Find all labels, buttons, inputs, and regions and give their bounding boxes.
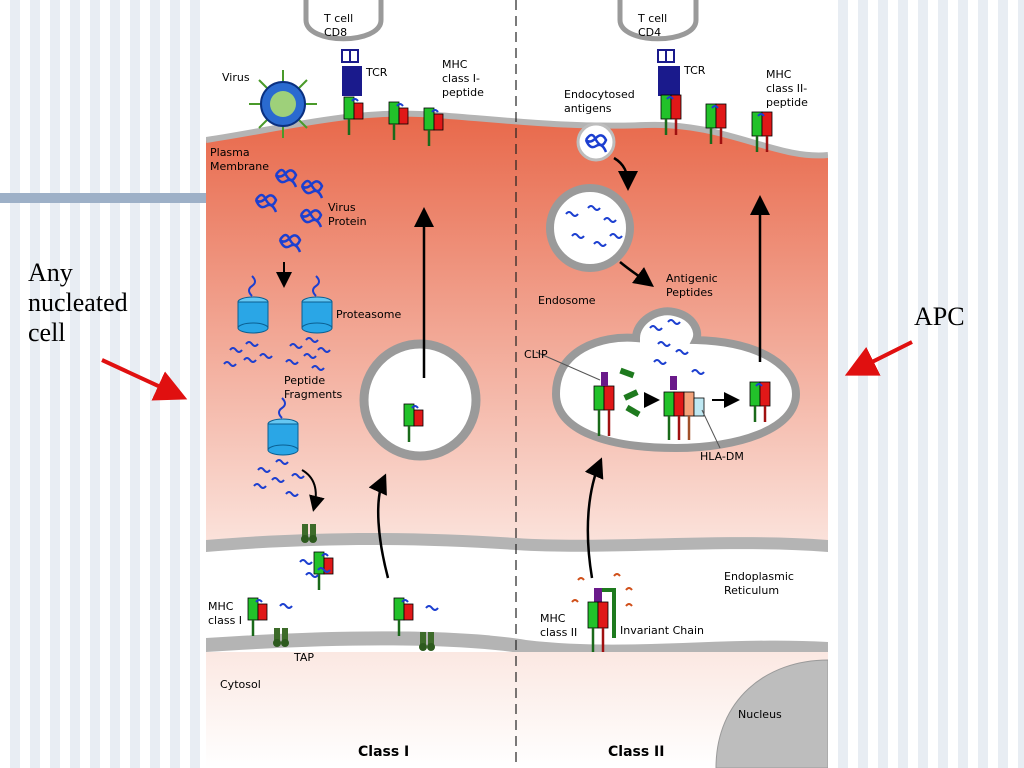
virus-protein-label-1: Virus bbox=[328, 201, 356, 214]
mhc-class1-peptide-label-1: MHC bbox=[442, 58, 468, 71]
er-peptides-class2 bbox=[571, 573, 633, 607]
tcr-label-class2: TCR bbox=[683, 64, 706, 77]
tcr-label-class1: TCR bbox=[365, 66, 388, 79]
free-clip-fragments bbox=[619, 367, 641, 418]
class2-title: Class II bbox=[608, 744, 664, 760]
plasma-membrane-label-1: Plasma bbox=[210, 146, 250, 159]
class1-title: Class I bbox=[358, 744, 409, 760]
tcell-cd8-label-1: T cell bbox=[323, 12, 353, 25]
endocytosed-antigens-label-2: antigens bbox=[564, 102, 612, 115]
left-label-line-2: nucleated bbox=[28, 288, 128, 317]
left-label-line-1: Any bbox=[28, 258, 73, 287]
mhc-class1-peptide-label-2: class I- bbox=[442, 72, 480, 85]
tcell-cd4 bbox=[617, 0, 699, 42]
clip-loaded-mhc2 bbox=[593, 372, 615, 436]
er-membrane-top bbox=[206, 533, 828, 552]
er-label-1: Endoplasmic bbox=[724, 570, 794, 583]
virus-protein-label-2: Protein bbox=[328, 215, 367, 228]
antigenic-peptides-label-1: Antigenic bbox=[666, 272, 718, 285]
peptide-fragments-label-2: Fragments bbox=[284, 388, 343, 401]
hla-dm-complex bbox=[663, 376, 705, 440]
antigenic-peptides-label-2: Peptides bbox=[666, 286, 713, 299]
mhc-class1-er-label-2: class I bbox=[208, 614, 242, 627]
virus-particle bbox=[249, 70, 317, 138]
left-red-arrow bbox=[101, 358, 188, 401]
arrow-er-to-miic bbox=[584, 457, 604, 579]
left-label-line-3: cell bbox=[28, 318, 66, 347]
mhc-class2-er-label-2: class II bbox=[540, 626, 577, 639]
plasma-membrane-label-2: Membrane bbox=[210, 160, 269, 173]
tap-label: TAP bbox=[293, 651, 314, 664]
proteasome-label: Proteasome bbox=[336, 308, 401, 321]
cytosol-label: Cytosol bbox=[220, 678, 261, 691]
hla-dm-label: HLA-DM bbox=[700, 450, 744, 463]
er-lumen bbox=[206, 552, 828, 638]
transport-vesicle-class1 bbox=[359, 339, 481, 461]
clip-label: CLIP bbox=[524, 348, 548, 361]
background-stripes-right bbox=[828, 0, 1024, 768]
nucleus-label: Nucleus bbox=[738, 708, 782, 721]
antigen-presentation-diagram: T cell CD8 TCR MHC class I- peptide Viru… bbox=[206, 0, 828, 768]
endosome-label: Endosome bbox=[538, 294, 596, 307]
slide-accent-bar bbox=[0, 193, 206, 203]
proteasome-1 bbox=[237, 296, 269, 334]
tcell-cd4-label-1: T cell bbox=[637, 12, 667, 25]
right-red-arrow bbox=[844, 340, 913, 376]
virus-label: Virus bbox=[222, 71, 250, 84]
tcell-cd8-label-2: CD8 bbox=[324, 26, 347, 39]
proteasome-3 bbox=[267, 418, 299, 456]
mhc-class2-er-label-1: MHC bbox=[540, 612, 566, 625]
endocytosed-antigens-label-1: Endocytosed bbox=[564, 88, 635, 101]
mhc-class2-peptide-label-3: peptide bbox=[766, 96, 808, 109]
any-nucleated-cell-label: Any nucleated cell bbox=[28, 258, 198, 348]
mhc-class1-peptide-label-3: peptide bbox=[442, 86, 484, 99]
invariant-chain-label: Invariant Chain bbox=[620, 624, 704, 637]
early-endosome bbox=[546, 184, 634, 272]
mhc-class2-peptide-label-1: MHC bbox=[766, 68, 792, 81]
mhc2-invariant-chain bbox=[587, 588, 616, 652]
tcr-class2 bbox=[657, 49, 680, 96]
er-membrane-bottom bbox=[206, 631, 828, 658]
er-label-2: Reticulum bbox=[724, 584, 779, 597]
tcell-cd4-label-2: CD4 bbox=[638, 26, 661, 39]
tcell-cd8 bbox=[303, 0, 384, 42]
plasma-membrane bbox=[206, 110, 828, 159]
cell-cytoplasm bbox=[206, 113, 828, 545]
tcr-class1 bbox=[341, 49, 362, 96]
arrow-er-to-vesicle bbox=[368, 473, 390, 579]
mhc-class1-er-label-1: MHC bbox=[208, 600, 234, 613]
proteasome-2 bbox=[301, 296, 333, 334]
mhc-class2-peptide-label-2: class II- bbox=[766, 82, 807, 95]
arrow-to-tap bbox=[301, 469, 325, 512]
peptide-fragments-label-1: Peptide bbox=[284, 374, 325, 387]
apc-label: APC bbox=[914, 302, 965, 331]
